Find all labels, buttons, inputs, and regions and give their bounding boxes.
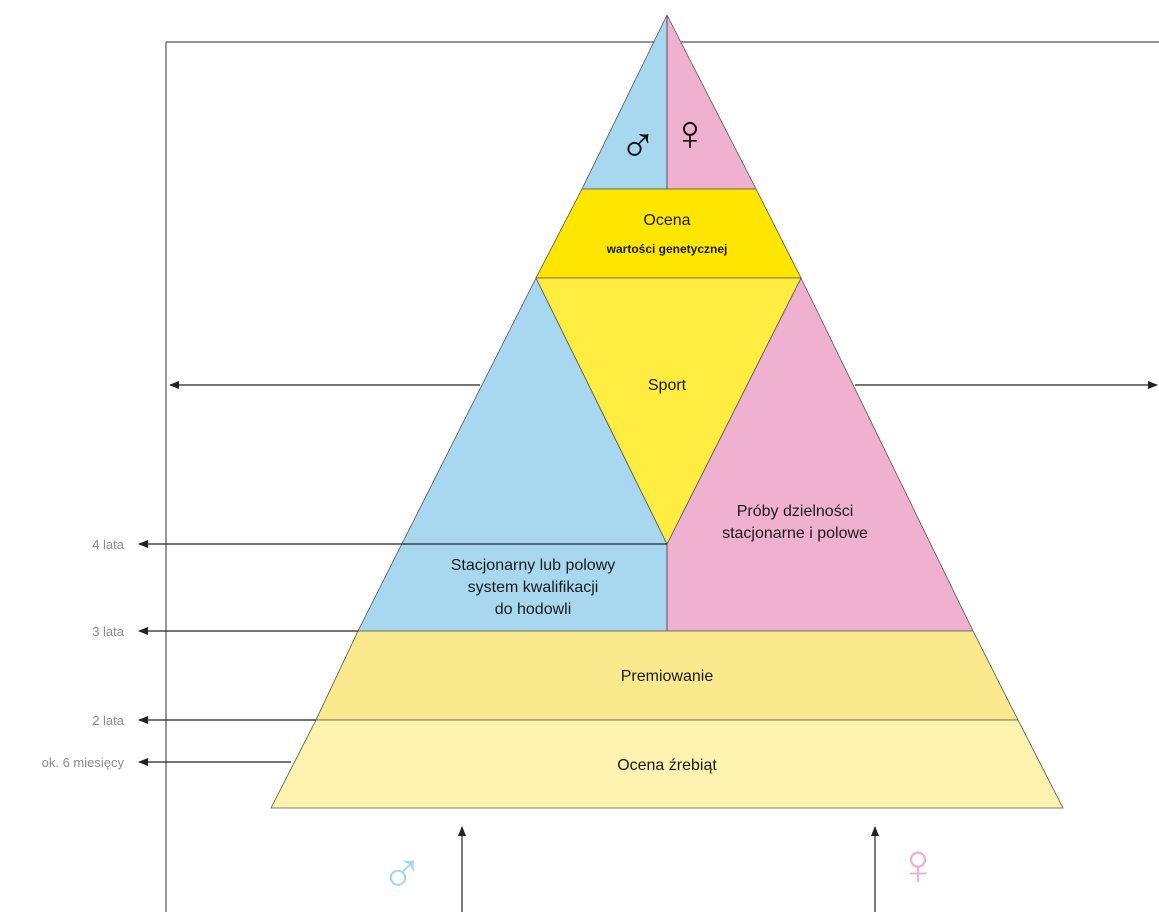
- age-label-4: 4 lata: [92, 537, 125, 552]
- male-box-label-line3: do hodowli: [495, 601, 572, 618]
- female-box-label-line1: Próby dzielności: [737, 503, 854, 520]
- foal-label: Ocena źrebiąt: [617, 757, 717, 774]
- male-box-label-line2: system kwalifikacji: [468, 579, 599, 596]
- genetic-value-band: [535, 188, 802, 279]
- sport-label: Sport: [648, 377, 687, 394]
- male-bottom-symbol-icon: ♂: [380, 841, 424, 906]
- genetic-value-label-line2: wartości genetycznej: [606, 242, 728, 256]
- age-label-2: 2 lata: [92, 713, 125, 728]
- sport-triangle: [535, 277, 802, 545]
- female-bottom-symbol-icon: ♀: [896, 832, 940, 897]
- age-label-6m: ok. 6 miesięcy: [42, 755, 125, 770]
- female-box-label-line2: stacjonarne i polowe: [722, 525, 868, 542]
- female-symbol-icon: ♀: [671, 105, 709, 161]
- foal-band: [270, 719, 1064, 809]
- male-box-label-line1: Stacjonarny lub polowy: [451, 557, 616, 574]
- top-female-segment: [666, 14, 757, 190]
- genetic-value-label-line1: Ocena: [643, 212, 690, 229]
- male-symbol-icon: ♂: [619, 117, 657, 173]
- premium-label: Premiowanie: [621, 668, 714, 685]
- age-label-3: 3 lata: [92, 624, 125, 639]
